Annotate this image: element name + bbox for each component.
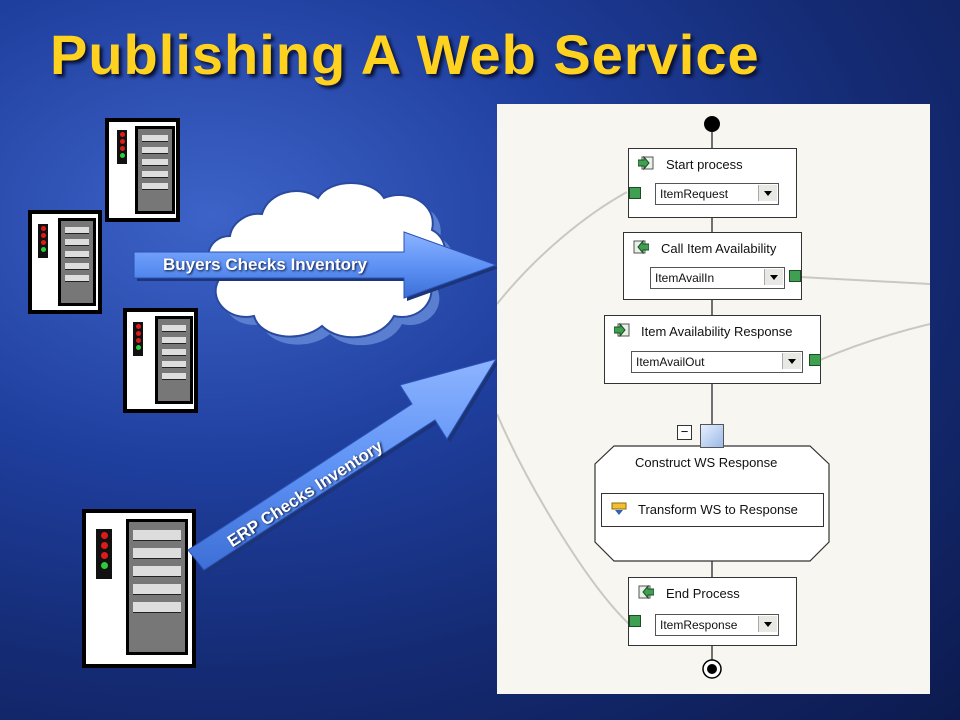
transform-icon	[611, 502, 627, 515]
collapse-symbol: −	[680, 424, 689, 439]
orchestration-designer[interactable]: Start process ItemRequest Call Item Avai…	[497, 104, 930, 694]
port-connector[interactable]	[809, 354, 821, 366]
server-icon	[82, 509, 196, 668]
dropdown-value: ItemRequest	[660, 187, 729, 201]
message-construct-icon	[700, 424, 724, 448]
start-process-label: Start process	[666, 157, 743, 172]
item-availability-response-shape[interactable]: Item Availability Response ItemAvailOut	[604, 315, 821, 384]
collapse-button[interactable]: −	[677, 425, 692, 440]
receive-shape-icon	[614, 323, 630, 337]
end-process-dropdown[interactable]: ItemResponse	[655, 614, 779, 636]
call-item-availability-shape[interactable]: Call Item Availability ItemAvailIn	[623, 232, 802, 300]
start-process-dropdown[interactable]: ItemRequest	[655, 183, 779, 205]
buyers-arrow	[133, 231, 499, 301]
item-availability-response-dropdown[interactable]: ItemAvailOut	[631, 351, 803, 373]
item-availability-response-label: Item Availability Response	[641, 324, 793, 339]
dropdown-value: ItemAvailOut	[636, 355, 705, 369]
construct-ws-response-label: Construct WS Response	[635, 455, 778, 470]
server-icon	[105, 118, 180, 222]
start-process-shape[interactable]: Start process ItemRequest	[628, 148, 797, 218]
chevron-down-icon[interactable]	[758, 616, 777, 632]
port-connector[interactable]	[629, 615, 641, 627]
end-process-label: End Process	[666, 586, 740, 601]
start-node	[704, 116, 720, 132]
dropdown-value: ItemResponse	[660, 618, 738, 632]
slide-title: Publishing A Web Service	[50, 23, 760, 86]
call-item-availability-dropdown[interactable]: ItemAvailIn	[650, 267, 785, 289]
erp-arrow	[187, 358, 499, 573]
transform-shape[interactable]: Transform WS to Response	[601, 493, 824, 527]
port-connector[interactable]	[789, 270, 801, 282]
receive-shape-icon	[638, 156, 654, 170]
server-icon	[123, 308, 198, 413]
chevron-down-icon[interactable]	[764, 269, 783, 285]
transform-label: Transform WS to Response	[638, 502, 798, 517]
send-shape-icon	[633, 240, 649, 254]
chevron-down-icon[interactable]	[758, 185, 777, 201]
send-shape-icon	[638, 585, 654, 599]
dropdown-value: ItemAvailIn	[655, 271, 715, 285]
server-icon	[28, 210, 102, 314]
buyers-arrow-label: Buyers Checks Inventory	[163, 255, 368, 274]
chevron-down-icon[interactable]	[782, 353, 801, 369]
call-item-availability-label: Call Item Availability	[661, 241, 777, 256]
end-process-shape[interactable]: End Process ItemResponse	[628, 577, 797, 646]
port-connector[interactable]	[629, 187, 641, 199]
